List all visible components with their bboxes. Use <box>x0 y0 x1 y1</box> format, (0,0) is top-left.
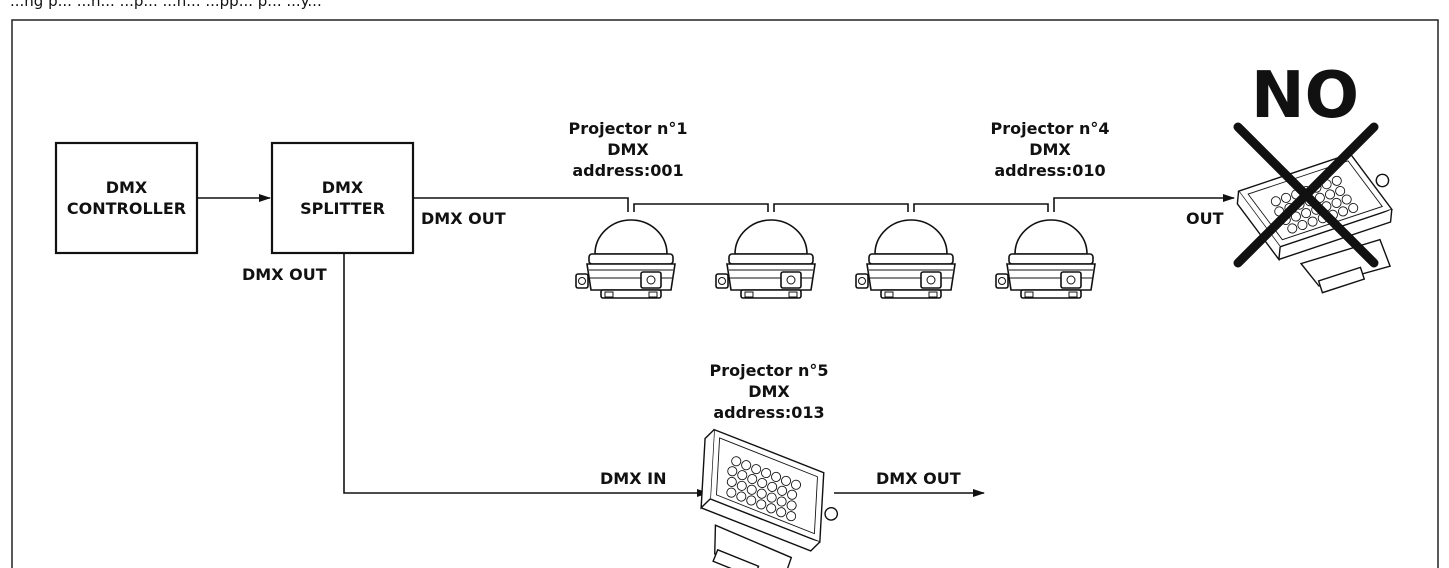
controller-label-line1: DMX <box>106 178 148 197</box>
projector-4-name: Projector n°4 <box>990 119 1109 138</box>
bus-out-arrow <box>1053 194 1235 212</box>
dome-projector-4-icon <box>995 219 1096 299</box>
bus-wire-2 <box>633 203 769 212</box>
dmx-splitter-box: DMX SPLITTER <box>270 141 415 255</box>
projector-5-input-label: DMX IN <box>600 469 666 488</box>
dmx-controller-box: DMX CONTROLLER <box>54 141 199 255</box>
splitter-label-line2: SPLITTER <box>300 199 385 218</box>
flood-projector-5-icon <box>678 427 851 568</box>
dome-projector-2-icon <box>715 219 816 299</box>
projector-5-address: address:013 <box>713 403 824 422</box>
splitter-right-output-label: DMX OUT <box>421 209 506 228</box>
cross-out-x-icon <box>1233 122 1379 268</box>
projector-5-output-label: DMX OUT <box>876 469 961 488</box>
projector-1-label: Projector n°1 DMX address:001 <box>568 119 687 180</box>
dome-projector-1-icon <box>575 219 676 299</box>
diagram-frame <box>11 19 1439 568</box>
projector-5-name: Projector n°5 <box>709 361 828 380</box>
bus-wire-4 <box>913 203 1049 212</box>
projector-4-dmx: DMX <box>1029 140 1071 159</box>
out-label: OUT <box>1186 209 1224 228</box>
projector-1-address: address:001 <box>572 161 683 180</box>
projector-5-label: Projector n°5 DMX address:013 <box>709 361 828 422</box>
bus-wire-1 <box>413 197 629 212</box>
projector-1-name: Projector n°1 <box>568 119 687 138</box>
projector-1-dmx: DMX <box>607 140 649 159</box>
splitter-to-projector-5-wire <box>343 253 709 497</box>
top-caption-fragment: ...ng p... ...n... ...p... ...n... ...pp… <box>10 0 322 10</box>
projector-5-dmx: DMX <box>748 382 790 401</box>
projector-4-label: Projector n°4 DMX address:010 <box>990 119 1109 180</box>
projector-4-address: address:010 <box>994 161 1105 180</box>
splitter-label-line1: DMX <box>322 178 364 197</box>
splitter-bottom-output-label: DMX OUT <box>242 265 327 284</box>
dome-projector-3-icon <box>855 219 956 299</box>
controller-label-line2: CONTROLLER <box>67 199 186 218</box>
bus-wire-3 <box>773 203 909 212</box>
no-label: NO <box>1251 59 1359 133</box>
